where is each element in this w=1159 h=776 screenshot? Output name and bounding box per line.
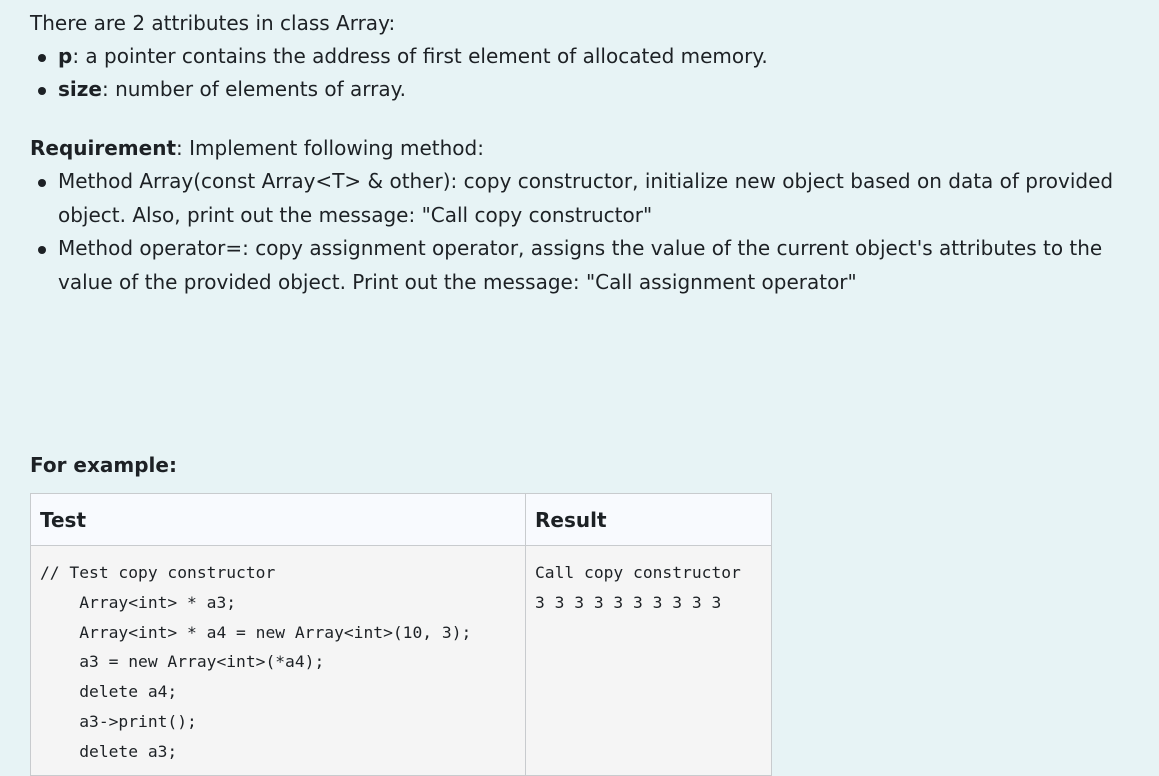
table-row: // Test copy constructor Array<int> * a3… [30,545,772,776]
attribute-name: p [58,44,73,68]
requirement-description: : Implement following method: [176,136,484,160]
attribute-description: : number of elements of array. [101,77,406,101]
method-item: Method operator=: copy assignment operat… [38,232,1148,299]
methods-list: Method Array(const Array<T> & other): co… [30,165,1148,299]
example-heading: For example: [30,453,177,477]
attributes-list: p: a pointer contains the address of fir… [30,40,768,106]
method-item: Method Array(const Array<T> & other): co… [38,165,1148,232]
column-header-result: Result [525,493,772,546]
result-cell: Call copy constructor 3 3 3 3 3 3 3 3 3 … [525,545,772,776]
examples-table: Test Result // Test copy constructor Arr… [30,493,772,776]
result-output: Call copy constructor 3 3 3 3 3 3 3 3 3 … [535,563,741,612]
attribute-item: size: number of elements of array. [38,73,768,106]
attribute-name: size [58,77,102,101]
test-cell: // Test copy constructor Array<int> * a3… [30,545,526,776]
requirement-label: Requirement [30,136,177,160]
attribute-description: : a pointer contains the address of firs… [72,44,768,68]
table-header-row: Test Result [30,493,772,546]
test-code: // Test copy constructor Array<int> * a3… [40,563,472,761]
intro-text: There are 2 attributes in class Array: [30,11,396,35]
requirement-text: Requirement: Implement following method: [30,133,484,163]
column-header-test: Test [30,493,526,546]
attribute-item: p: a pointer contains the address of fir… [38,40,768,73]
